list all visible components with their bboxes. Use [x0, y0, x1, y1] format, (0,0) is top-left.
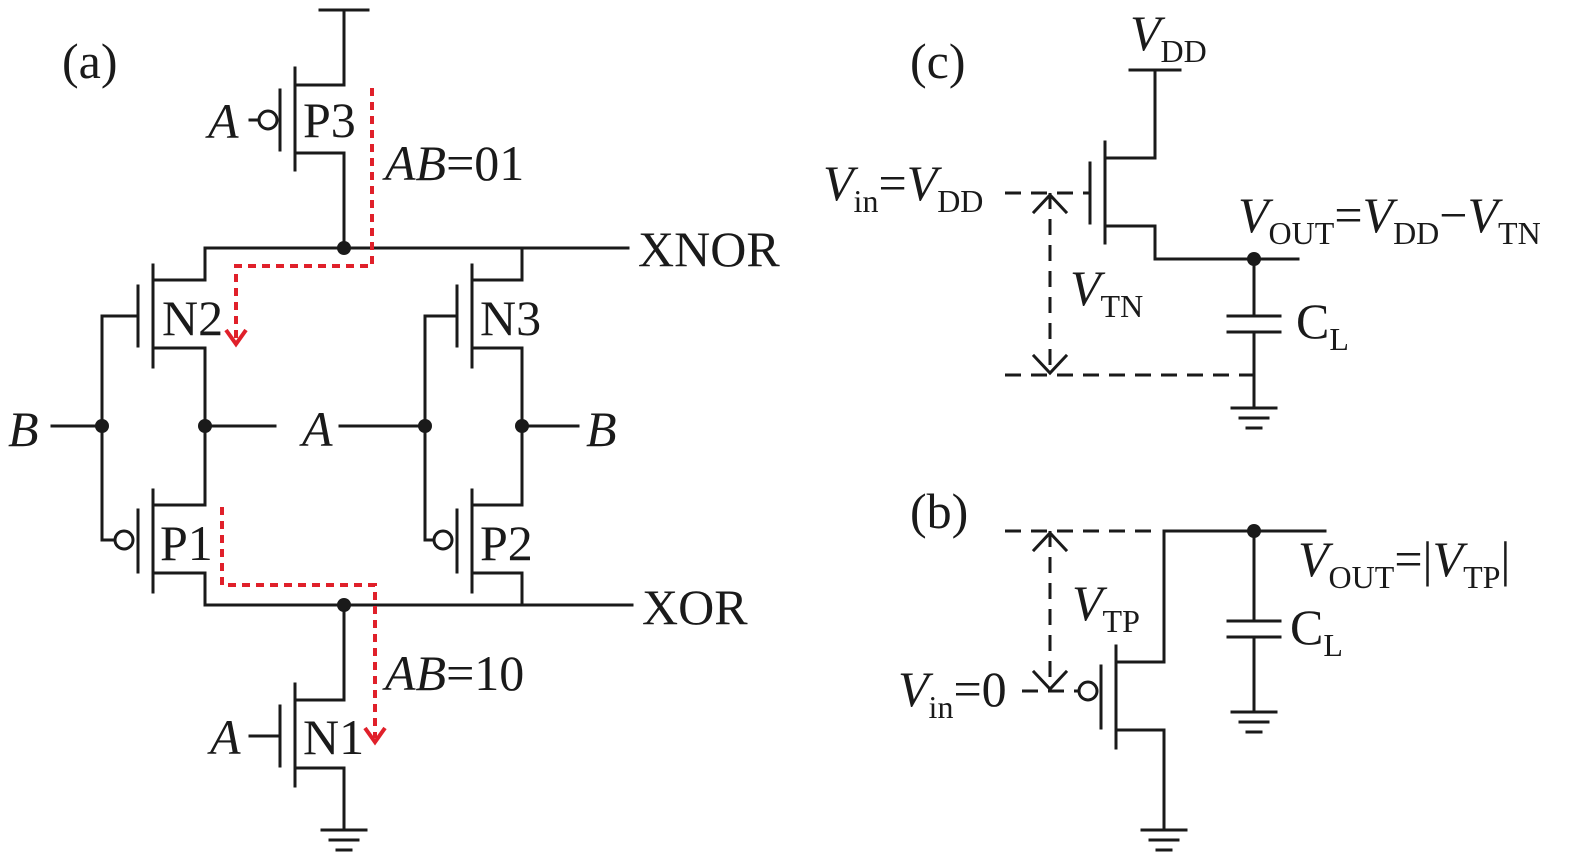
label-ab10: AB=10 — [382, 645, 524, 701]
transistor-p3 — [248, 8, 370, 250]
panel-b-label: (b) — [910, 483, 968, 539]
label-vin-c: Vin=VDD — [823, 155, 983, 219]
label-vdd-c: VDD — [1130, 5, 1207, 69]
panel-b: (b) VOUT=|VTP| VTP Vin=0 CL — [898, 483, 1510, 852]
transistor-n2 — [100, 246, 207, 428]
label-vout-c: VOUT=VDD−VTN — [1238, 187, 1541, 251]
label-vout-b: VOUT=|VTP| — [1298, 531, 1510, 595]
panel-c: (c) VDD Vin=VDD VTN VOUT=VDD−VTN CL — [823, 5, 1541, 430]
panel-a-label: (a) — [62, 33, 118, 89]
label-a-n1: A — [207, 709, 241, 765]
label-n1: N1 — [303, 709, 364, 765]
label-xor: XOR — [642, 579, 748, 635]
label-n2: N2 — [162, 290, 223, 346]
transistor-n3 — [423, 246, 524, 428]
panel-a: (a) P3 A XNOR N2 — [8, 8, 780, 852]
label-a-p3: A — [205, 93, 239, 149]
current-path-ab10 — [220, 507, 387, 746]
label-n3: N3 — [480, 290, 541, 346]
label-p3: P3 — [303, 92, 356, 148]
label-vin-b: Vin=0 — [898, 661, 1007, 725]
label-xnor: XNOR — [638, 221, 780, 277]
label-vtn-c: VTN — [1070, 260, 1143, 324]
label-vtp-b: VTP — [1072, 575, 1140, 639]
current-path-ab01 — [224, 88, 374, 348]
label-b-right: B — [586, 401, 617, 457]
label-cl-c: CL — [1296, 293, 1349, 357]
transistor-n1 — [248, 603, 368, 852]
label-ab01: AB=01 — [382, 135, 524, 191]
label-cl-b: CL — [1290, 599, 1343, 663]
transistor-p1 — [100, 424, 207, 607]
panel-c-label: (c) — [910, 33, 966, 89]
label-a-mid: A — [299, 401, 333, 457]
label-b-left: B — [8, 401, 39, 457]
transistor-p2 — [423, 424, 524, 607]
label-p1: P1 — [160, 515, 213, 571]
label-p2: P2 — [480, 515, 533, 571]
